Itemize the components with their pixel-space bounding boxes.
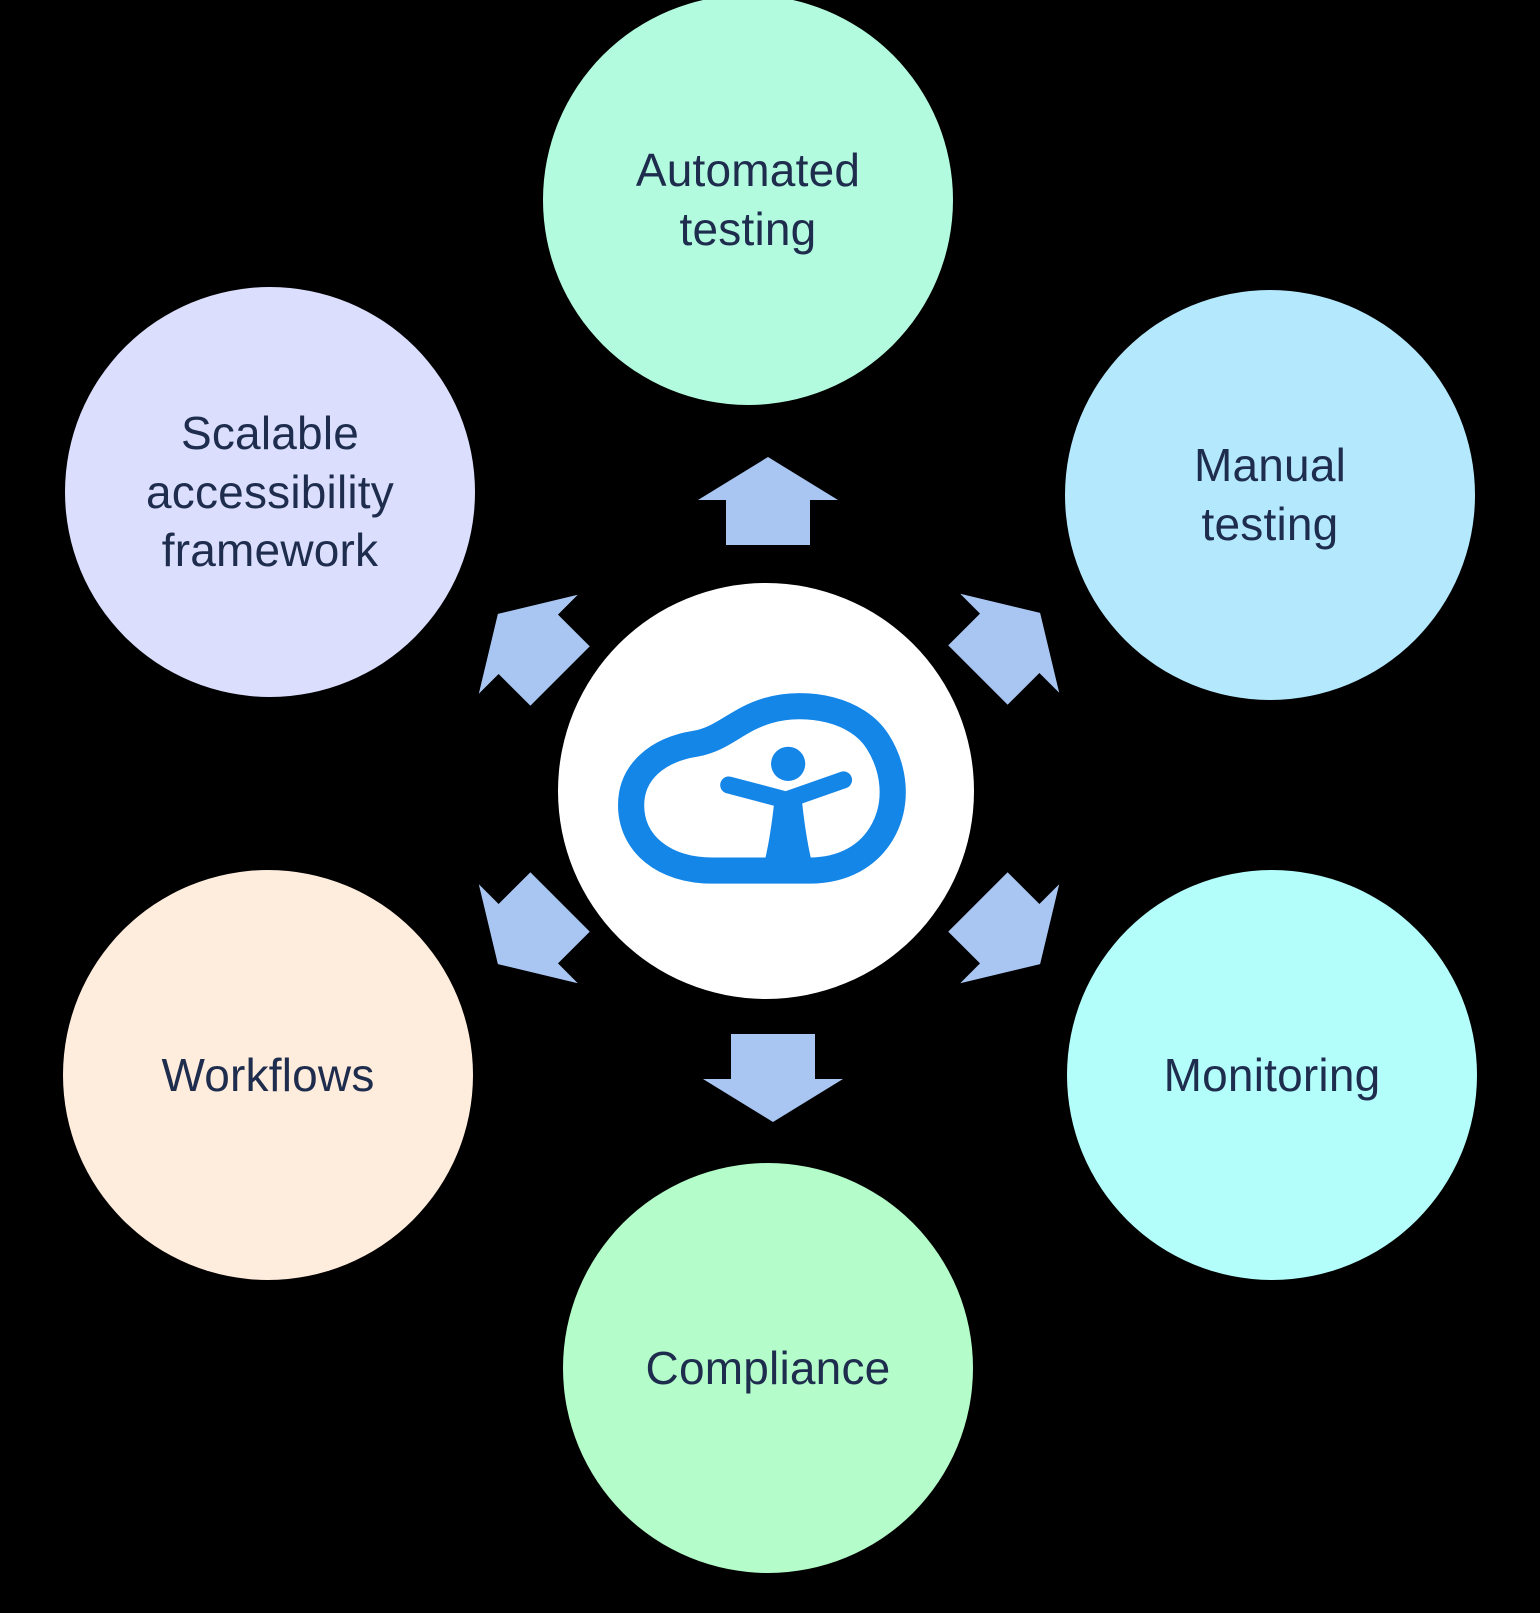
- arrow-down-left-icon: [478, 872, 590, 984]
- arrow-up-icon: [698, 457, 838, 545]
- node-automated-testing-label: Automated testing: [635, 144, 861, 255]
- arrow-down-right-icon: [948, 872, 1060, 984]
- accessibility-cloud-logo: [618, 693, 906, 884]
- node-automated-testing: Automated testing: [543, 0, 953, 405]
- node-scalable-accessibility-framework: Scalable accessibility framework: [65, 287, 475, 697]
- node-workflows-label: Workflows: [161, 1048, 375, 1101]
- arrow-up-left-icon: [478, 594, 590, 706]
- node-scalable-accessibility-framework-label: Scalable accessibility framework: [145, 406, 394, 577]
- arrow-up-right-icon: [948, 593, 1060, 705]
- arrow-down-icon: [703, 1034, 843, 1122]
- node-monitoring: Monitoring: [1067, 870, 1477, 1280]
- node-manual-testing-label: Manual testing: [1193, 439, 1347, 550]
- node-workflows: Workflows: [63, 870, 473, 1280]
- node-monitoring-label: Monitoring: [1163, 1048, 1381, 1101]
- center-hub: [558, 583, 974, 999]
- node-compliance-label: Compliance: [645, 1341, 891, 1394]
- node-manual-testing: Manual testing: [1065, 290, 1475, 700]
- node-compliance: Compliance: [563, 1163, 973, 1573]
